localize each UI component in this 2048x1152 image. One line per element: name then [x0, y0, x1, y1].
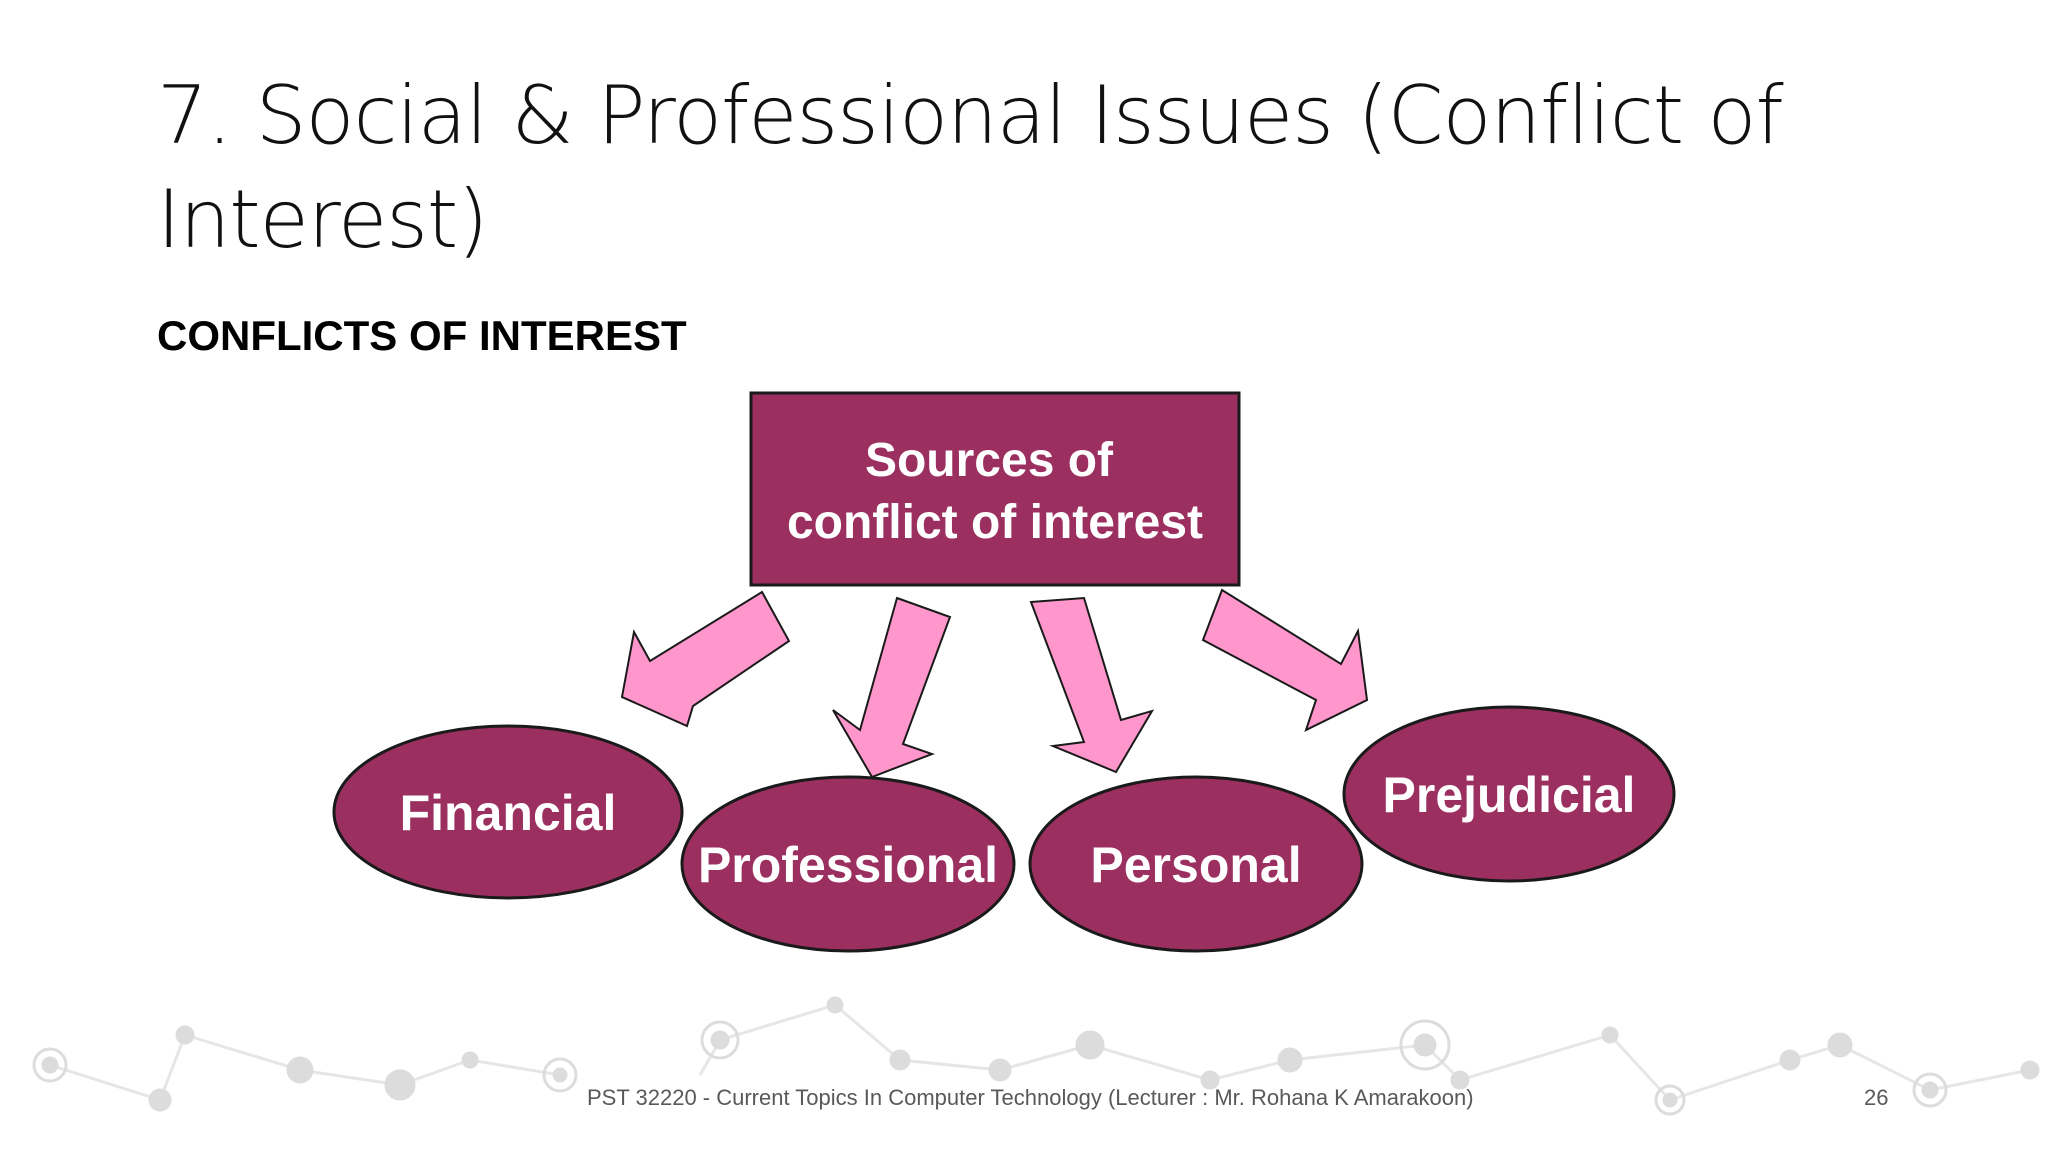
- node-prejudicial: [1342, 705, 1676, 883]
- node-personal: [1028, 775, 1364, 953]
- label-prejudicial: Prejudicial: [1383, 767, 1636, 823]
- node-professional: [680, 775, 1016, 953]
- arrow-to-personal: [1029, 596, 1155, 774]
- source-label-line1: Sources of: [865, 434, 1114, 487]
- network-pattern-decoration: [32, 996, 2040, 1116]
- arrow-to-financial: [620, 590, 791, 728]
- source-label-line2: conflict of interest: [787, 496, 1203, 549]
- source-box: [749, 391, 1241, 587]
- arrow-to-prejudicial: [1201, 588, 1369, 732]
- arrow-to-professional: [832, 596, 952, 779]
- label-personal: Personal: [1090, 837, 1301, 893]
- slide-number: 26: [1864, 1085, 1889, 1110]
- slide-title: 7. Social & Professional Issues (Conflic…: [157, 69, 1784, 266]
- slide-footer: PST 32220 - Current Topics In Computer T…: [587, 1085, 1474, 1110]
- section-heading: CONFLICTS OF INTEREST: [157, 312, 687, 359]
- label-financial: Financial: [400, 785, 617, 841]
- node-financial: [332, 724, 684, 900]
- label-professional: Professional: [698, 837, 998, 893]
